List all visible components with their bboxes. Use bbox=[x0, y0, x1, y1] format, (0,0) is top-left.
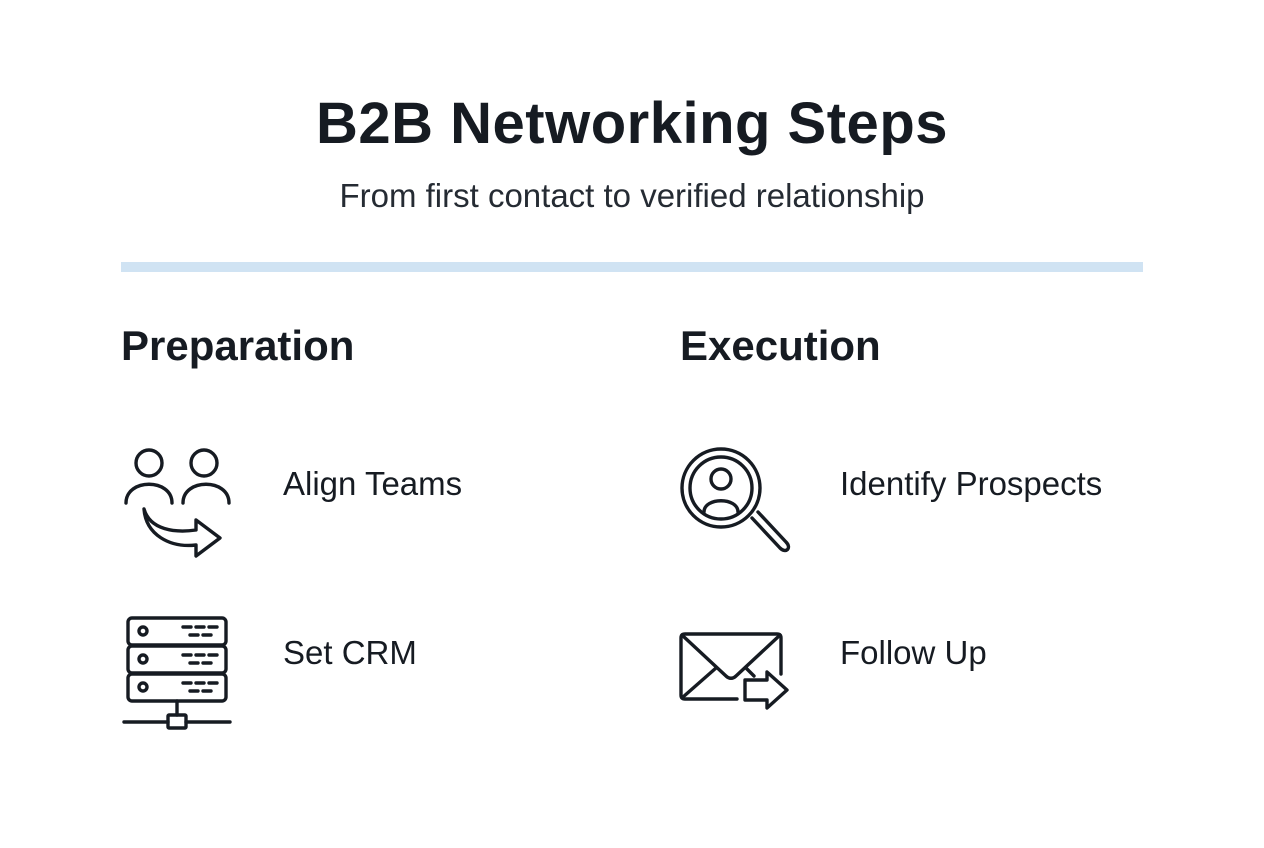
item-align-teams: Align Teams bbox=[283, 465, 463, 502]
people-arrow-icon bbox=[124, 448, 231, 558]
page-subtitle: From first contact to verified relations… bbox=[339, 177, 925, 214]
page-title: B2B Networking Steps bbox=[316, 91, 948, 156]
section-heading-preparation: Preparation bbox=[121, 322, 355, 369]
magnifier-person-icon bbox=[680, 447, 791, 553]
divider bbox=[121, 262, 1143, 272]
section-heading-execution: Execution bbox=[680, 322, 881, 369]
envelope-arrow-icon bbox=[679, 632, 789, 710]
item-follow-up: Follow Up bbox=[840, 634, 987, 671]
server-network-icon bbox=[122, 616, 232, 730]
item-set-crm: Set CRM bbox=[283, 634, 417, 671]
item-identify-prospects: Identify Prospects bbox=[840, 465, 1103, 502]
